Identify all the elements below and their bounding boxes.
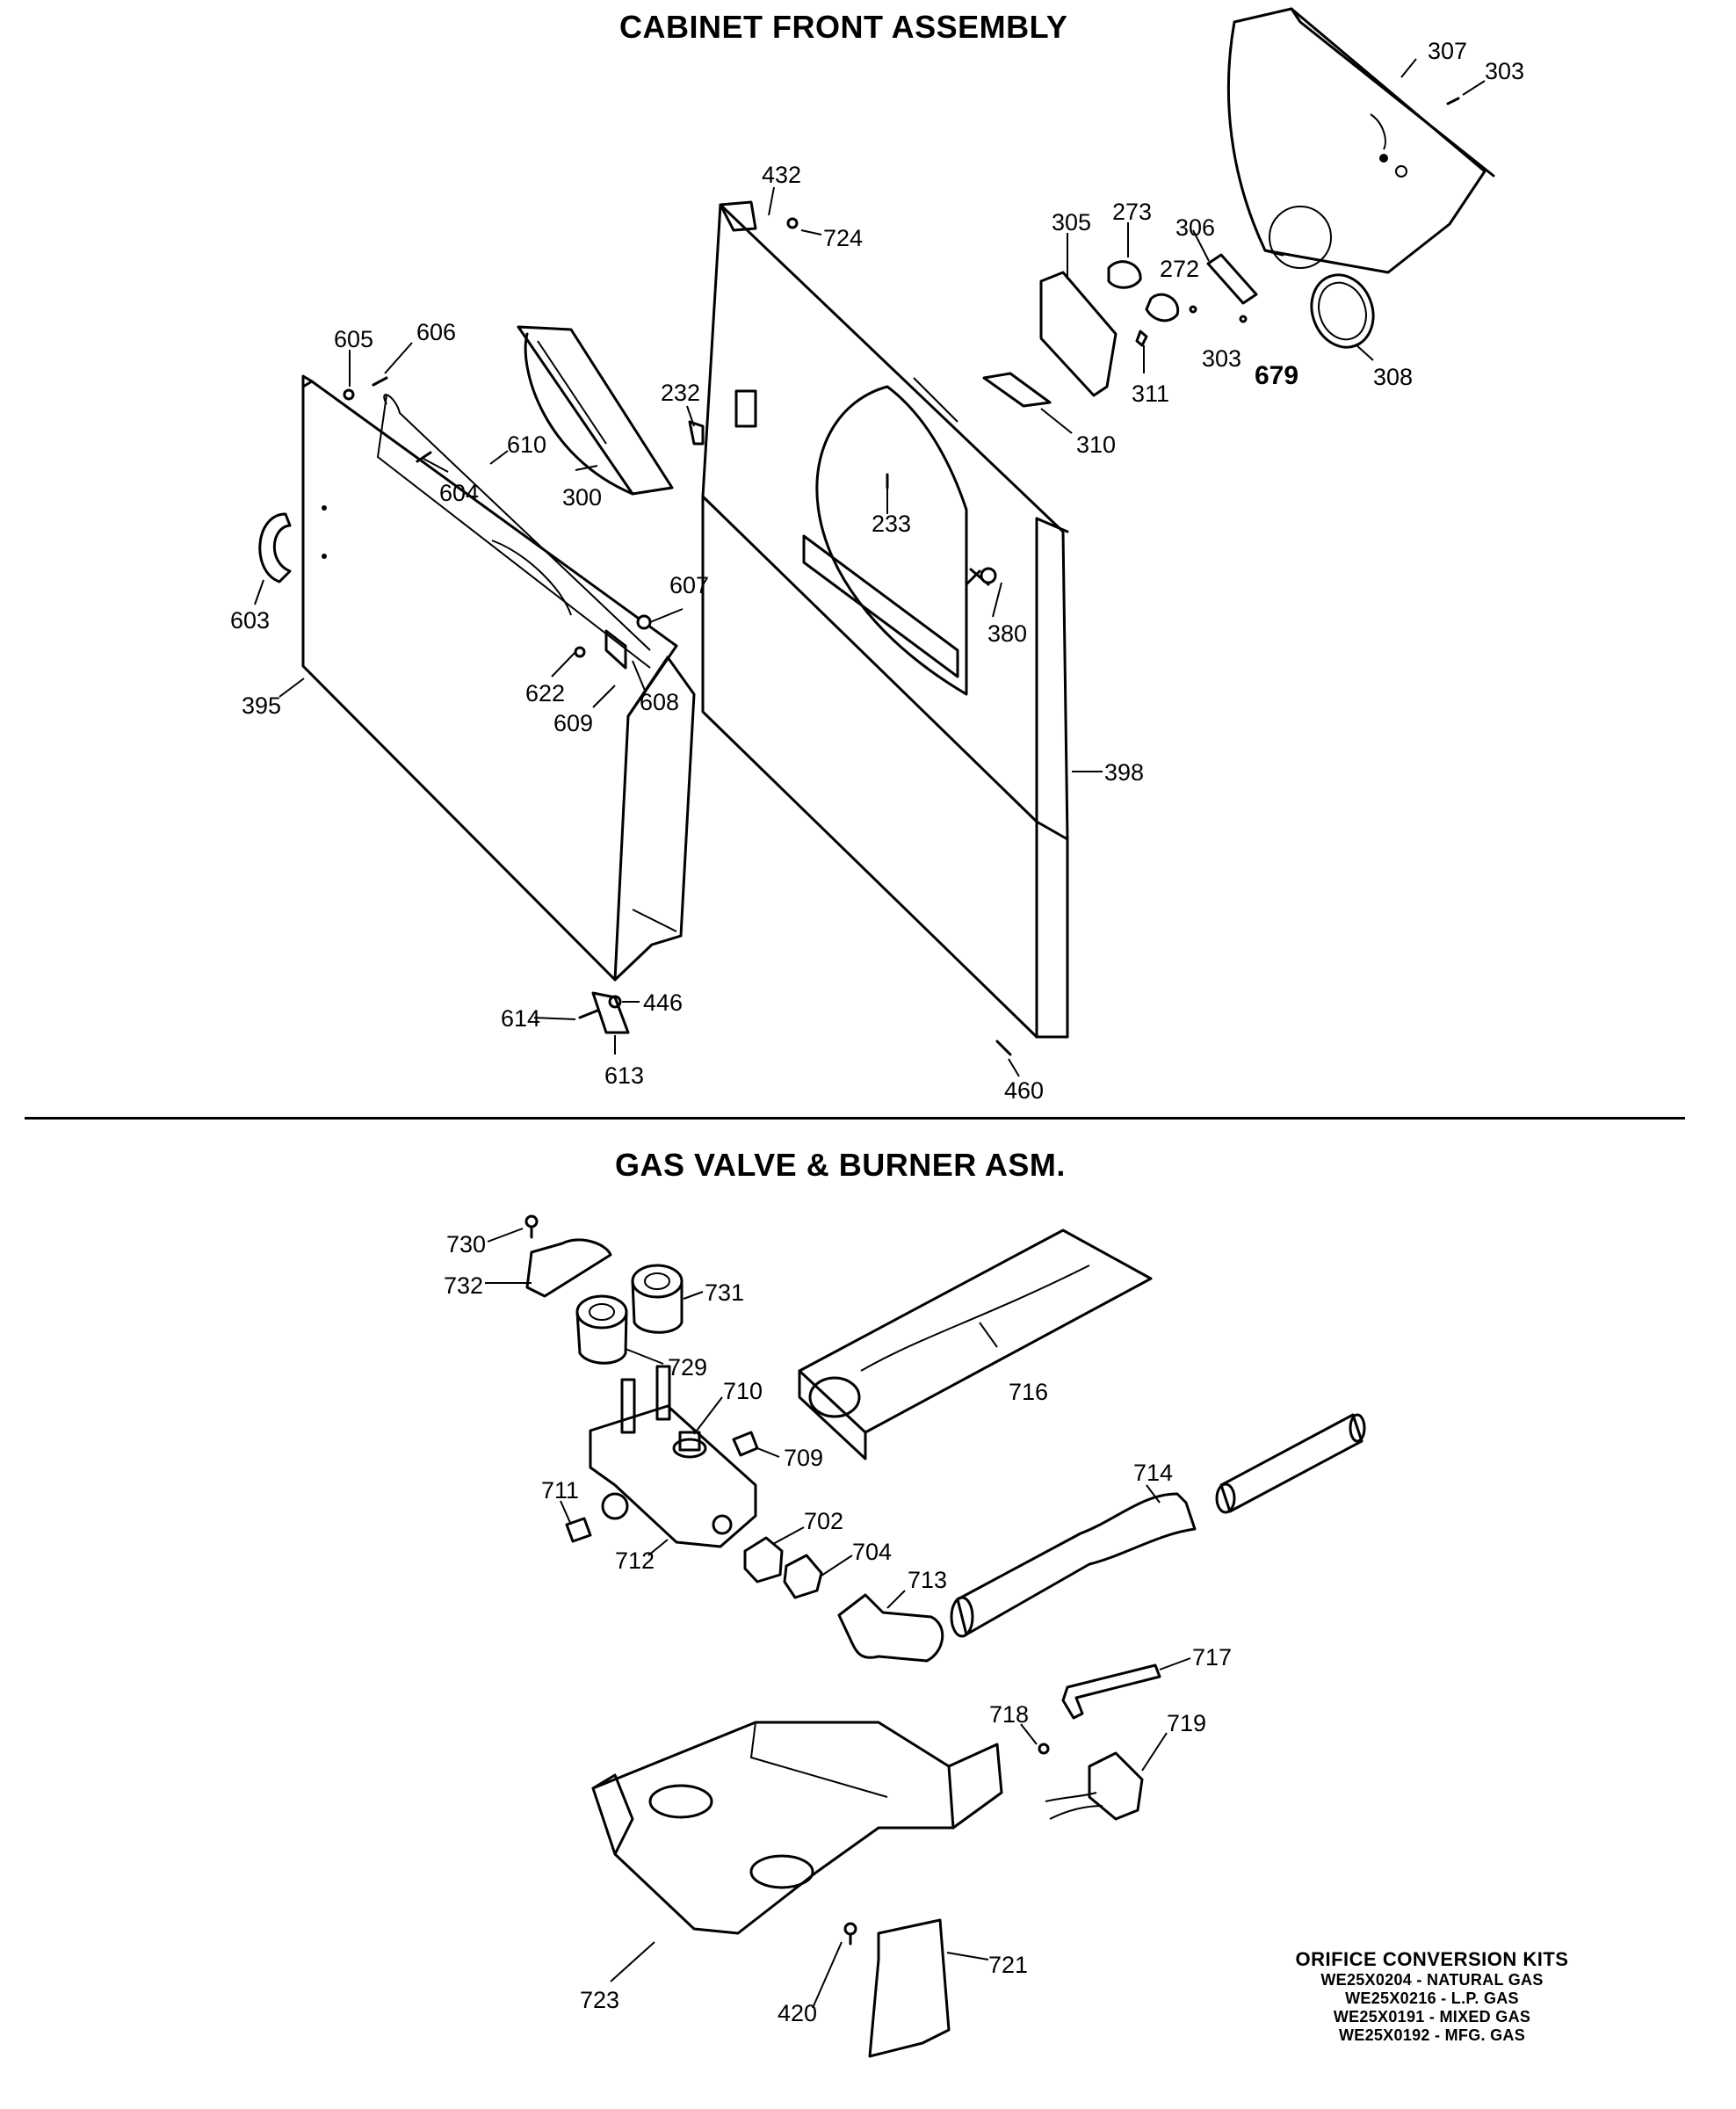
flame-sensor-719 — [1038, 1743, 1144, 1821]
label-232: 232 — [661, 380, 700, 406]
elbow-713 — [837, 1593, 944, 1663]
leader-lines-cabinet — [254, 58, 1486, 1077]
label-272: 272 — [1160, 256, 1199, 282]
label-308: 308 — [1373, 364, 1413, 390]
fitting-704 — [783, 1554, 823, 1599]
label-711: 711 — [541, 1477, 579, 1504]
orifice-conversion-kits: ORIFICE CONVERSION KITS WE25X0204 - NATU… — [1256, 1948, 1608, 2045]
kit-item: WE25X0191 - MIXED GAS — [1333, 2008, 1531, 2026]
label-607: 607 — [669, 572, 709, 598]
label-721: 721 — [988, 1952, 1028, 1978]
thermostat-272 — [1145, 293, 1180, 323]
label-307: 307 — [1428, 38, 1467, 64]
kit-item: WE25X0216 - L.P. GAS — [1345, 1989, 1519, 2007]
kits-heading: ORIFICE CONVERSION KITS — [1295, 1948, 1569, 1970]
label-273: 273 — [1112, 199, 1152, 225]
label-718: 718 — [989, 1701, 1029, 1728]
label-717: 717 — [1192, 1644, 1232, 1671]
label-613: 613 — [604, 1062, 644, 1089]
fasteners-gas — [524, 1214, 857, 1946]
label-432: 432 — [762, 162, 801, 188]
label-310: 310 — [1076, 431, 1116, 458]
clip-311 — [1135, 330, 1148, 347]
nut-702 — [743, 1536, 784, 1584]
label-713: 713 — [908, 1567, 947, 1593]
door-handle — [258, 512, 292, 583]
label-714: 714 — [1133, 1460, 1173, 1486]
lint-filter-housing — [517, 325, 674, 496]
label-604: 604 — [439, 480, 479, 506]
label-303b: 303 — [1202, 345, 1241, 372]
burner-tube-716 — [798, 1228, 1153, 1460]
label-446: 446 — [643, 989, 683, 1016]
label-311: 311 — [1132, 380, 1169, 407]
label-679: 679 — [1255, 361, 1298, 390]
strike-613 — [591, 991, 630, 1034]
label-398: 398 — [1104, 759, 1144, 786]
label-610: 610 — [507, 431, 546, 458]
front-panel — [701, 200, 1069, 1039]
label-303: 303 — [1485, 58, 1524, 84]
exhaust-duct — [1226, 7, 1495, 274]
solenoid-coil-731 — [631, 1264, 684, 1334]
gas-valve-burner-title: GAS VALVE & BURNER ASM. — [615, 1147, 1066, 1183]
part-labels: 307 303 432 724 305 273 306 272 303 679 … — [230, 38, 1524, 2026]
label-614: 614 — [501, 1005, 540, 1032]
label-300: 300 — [562, 484, 602, 511]
label-724: 724 — [823, 225, 863, 251]
valve-bracket-732 — [525, 1238, 612, 1298]
label-305: 305 — [1052, 209, 1091, 236]
door-seal — [376, 395, 651, 669]
fasteners-cabinet — [343, 97, 1460, 1056]
label-609: 609 — [553, 710, 593, 736]
label-702: 702 — [804, 1508, 843, 1534]
gas-valve-712 — [589, 1365, 757, 1548]
label-729: 729 — [668, 1354, 707, 1381]
label-603: 603 — [230, 607, 270, 634]
plug-711 — [565, 1517, 592, 1543]
label-710: 710 — [723, 1378, 763, 1404]
leader-lines-gas — [485, 1228, 1191, 2009]
bracket-306 — [1206, 253, 1258, 305]
orifice-709 — [732, 1431, 759, 1457]
label-460: 460 — [1004, 1077, 1044, 1104]
label-723: 723 — [580, 1987, 619, 2013]
label-716: 716 — [1009, 1379, 1048, 1405]
thermostat-273 — [1107, 260, 1142, 289]
shield-721 — [868, 1918, 951, 2058]
door-panel — [301, 374, 696, 982]
strip-310 — [982, 372, 1052, 408]
gas-pipe-714 — [950, 1413, 1366, 1638]
label-605: 605 — [334, 326, 373, 352]
label-709: 709 — [784, 1445, 823, 1471]
duct-seal-ring — [1310, 273, 1375, 349]
section-divider — [25, 1117, 1685, 1120]
label-730: 730 — [446, 1231, 486, 1257]
label-719: 719 — [1167, 1710, 1206, 1736]
cover-305 — [1039, 271, 1118, 397]
label-420: 420 — [778, 2000, 817, 2026]
solenoid-coil-729 — [575, 1294, 628, 1365]
kit-item: WE25X0204 - NATURAL GAS — [1320, 1971, 1544, 1989]
label-731: 731 — [705, 1279, 744, 1306]
kit-item: WE25X0192 - MFG. GAS — [1338, 2026, 1526, 2044]
label-704: 704 — [852, 1539, 892, 1565]
label-608: 608 — [640, 689, 679, 715]
burner-base-723 — [591, 1721, 1003, 1935]
label-712: 712 — [615, 1547, 655, 1574]
label-606: 606 — [416, 319, 456, 345]
label-306: 306 — [1175, 214, 1215, 241]
label-380: 380 — [987, 620, 1027, 647]
label-622: 622 — [525, 680, 565, 707]
igniter-717 — [1061, 1663, 1161, 1720]
label-732: 732 — [444, 1272, 483, 1299]
cabinet-front-assembly-title: CABINET FRONT ASSEMBLY — [619, 9, 1068, 45]
label-395: 395 — [242, 692, 281, 719]
label-233: 233 — [872, 511, 911, 537]
